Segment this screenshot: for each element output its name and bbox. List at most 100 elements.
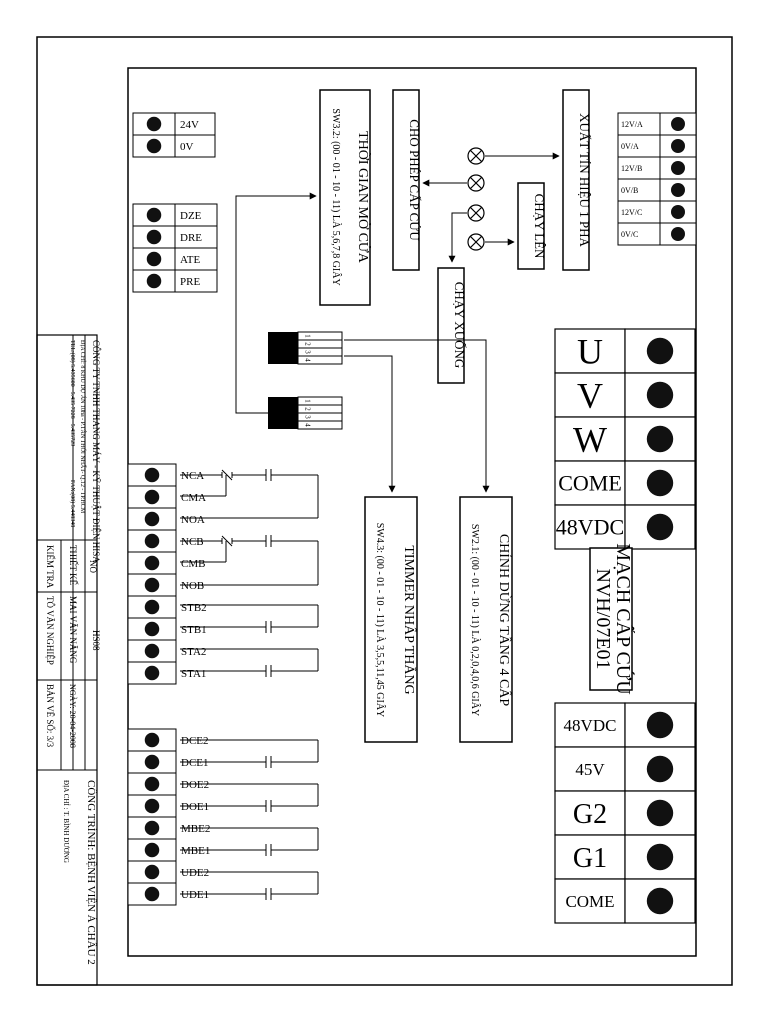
dip-lever[interactable] — [268, 421, 298, 429]
check-label: KIỂM TRA — [45, 545, 55, 589]
terminal-row: 12V/A — [617, 112, 697, 136]
dip-lever[interactable] — [268, 340, 298, 348]
screw-terminal — [144, 599, 160, 615]
terminal-row: COME — [554, 878, 696, 924]
terminal-row: MBE1 — [127, 838, 210, 862]
dip-switch-3[interactable]: 3 — [268, 347, 343, 357]
rescue-allow-box: CHO PHÉP CẤP CỨU — [392, 89, 422, 271]
terminal-label: MBE1 — [181, 845, 210, 857]
dip-switch-1[interactable]: 1 — [268, 331, 343, 341]
terminal-label: COME — [558, 471, 622, 496]
screw-terminal — [646, 425, 674, 453]
terminal-row: STA2 — [127, 639, 206, 663]
dip-switch-4[interactable]: 4 — [268, 420, 343, 430]
screw-terminal — [671, 139, 685, 153]
dip-lever[interactable] — [268, 405, 298, 413]
dip-switch-3[interactable]: 3 — [268, 412, 343, 422]
dip-number: 2 — [304, 342, 312, 346]
dip-switch-1[interactable]: 1 — [268, 396, 343, 406]
terminal-row: UDE1 — [127, 882, 209, 906]
label-cell — [554, 328, 626, 374]
terminal-label: NOA — [181, 514, 205, 526]
terminal-label: DCE2 — [181, 735, 209, 747]
terminal-row: NCB — [127, 529, 204, 553]
dip-lever[interactable] — [268, 332, 298, 340]
terminal-label: U — [577, 332, 603, 372]
terminal-label: 0V/B — [621, 186, 638, 195]
terminal-label: 0V/C — [621, 230, 638, 239]
label-cell — [174, 269, 218, 293]
project-address: ĐỊA CHỈ : T. BÌNH DƯƠNG — [62, 780, 70, 863]
screw-terminal — [144, 665, 160, 681]
terminal-row: CMA — [127, 485, 206, 509]
dip-body — [297, 355, 343, 365]
dip-lever[interactable] — [268, 356, 298, 364]
terminal-row: NOA — [127, 507, 205, 531]
terminal-label: G1 — [573, 843, 607, 874]
screw-terminal — [671, 205, 685, 219]
terminal-row: 0V/A — [617, 134, 697, 158]
signal-arrows — [235, 152, 560, 493]
terminal-label: 48VDC — [564, 716, 617, 735]
phase-out-label: XUẤT TÍN HIỆU 1 PHA — [577, 113, 592, 247]
dip-switch-4[interactable]: 4 — [268, 355, 343, 365]
terminal-label: MBE2 — [181, 823, 210, 835]
screw-terminal — [146, 138, 162, 154]
design-label: THIẾT KẾ — [68, 545, 78, 586]
terminal-label: STA2 — [181, 646, 206, 658]
terminal-label: NOB — [181, 580, 204, 592]
screw-terminal — [646, 381, 674, 409]
dip-switch-2[interactable]: 2 — [268, 339, 343, 349]
terminal-row: 12V/B — [617, 156, 697, 180]
terminal-row: UDE2 — [127, 860, 209, 884]
terminal-label: 0V — [180, 141, 194, 153]
terminal-label: DCE1 — [181, 757, 209, 769]
dip-lever[interactable] — [268, 397, 298, 405]
screw-terminal — [646, 799, 674, 827]
dip-number: 4 — [304, 423, 312, 427]
terminal-row: W — [554, 416, 696, 462]
label-cell — [174, 134, 216, 158]
title-block: CÔNG TY TNHH THANG MÁY - KỸ THUẬT ĐIỆN H… — [36, 334, 101, 986]
run-up-box: CHẠY LÊN — [517, 182, 547, 270]
sheet-number: BẢN VẼ SỐ: 3/3 — [45, 684, 55, 748]
dip-switch-2[interactable]: 2 — [268, 404, 343, 414]
terminal-label: V — [577, 376, 603, 416]
board-name-line1: MẠCH CẤP CỨU — [612, 543, 636, 695]
terminal-row: CMB — [127, 551, 205, 575]
timer-box: TIMMER NHẤP THẮNG SW4.3: (00 - 01 - 10 -… — [364, 496, 418, 743]
rescue-allow-label: CHO PHÉP CẤP CỨU — [407, 119, 422, 241]
label-cell — [554, 504, 626, 550]
door-wiring — [180, 739, 319, 900]
terminal-label: STB1 — [181, 624, 207, 636]
terminal-label: DRE — [180, 232, 202, 244]
terminal-label: STA1 — [181, 668, 206, 680]
checker-name: TÔ VĂN NGHIỆP — [45, 596, 55, 665]
terminal-label: COME — [565, 892, 614, 911]
terminal-label: UDE2 — [181, 867, 209, 879]
terminal-row: STB2 — [127, 595, 207, 619]
stop-box: CHỈNH DỪNG TẦNG 4 CẤP SW2.1: (00 - 01 - … — [459, 496, 513, 743]
terminal-label: DOE2 — [181, 779, 209, 791]
dip-lever[interactable] — [268, 348, 298, 356]
terminal-row: 0V — [132, 134, 216, 158]
terminal-row: MBE2 — [127, 816, 210, 840]
screw-terminal — [646, 887, 674, 915]
door-time-title: THỜI GIAN MỞ CỬA — [355, 131, 372, 264]
screw-terminal — [144, 533, 160, 549]
screw-terminal — [144, 864, 160, 880]
terminal-label: 12V/C — [621, 208, 642, 217]
terminal-row: 0V/B — [617, 178, 697, 202]
terminal-row: DOE1 — [127, 794, 209, 818]
project-name: CÔNG TRÌNH: BỆNH VIỆN Á CHÂU 2 — [85, 780, 97, 965]
terminal-label: CMA — [181, 492, 206, 504]
dip-lever[interactable] — [268, 413, 298, 421]
dip-body — [297, 420, 343, 430]
